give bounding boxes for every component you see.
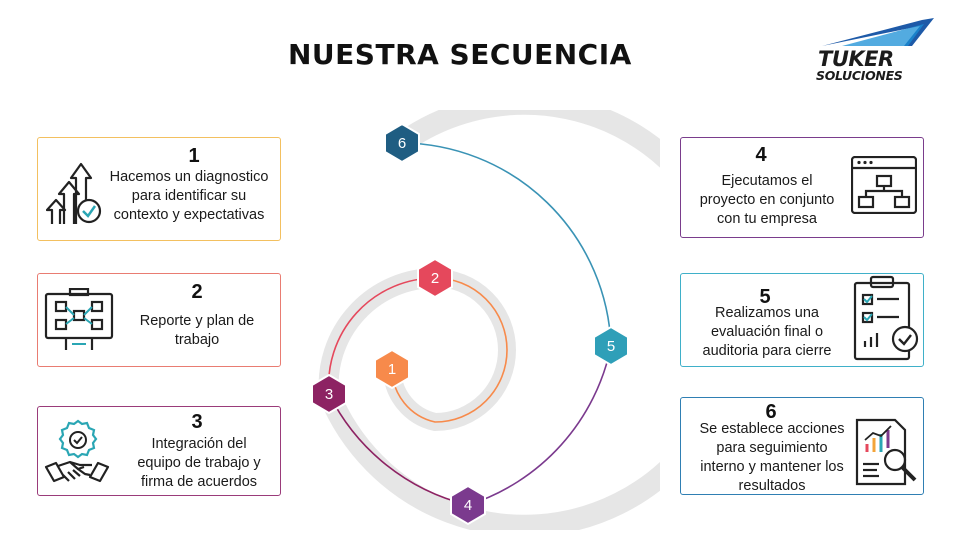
growth-arrows-check-icon <box>46 162 102 224</box>
marker-6: 6 <box>384 122 420 164</box>
marker-label: 2 <box>431 270 439 287</box>
step-number: 2 <box>191 281 203 303</box>
sitemap-window-icon <box>851 156 917 214</box>
step-number: 1 <box>188 145 200 167</box>
marker-label: 6 <box>398 135 406 152</box>
spiral-line-2-1 <box>391 277 508 423</box>
page-title: NUESTRA SECUENCIA <box>288 38 632 71</box>
sequence-spiral: 6 5 4 3 2 1 <box>311 110 660 530</box>
company-logo: TUKER SOLUCIONES <box>812 16 938 84</box>
spiral-track-outer <box>318 110 660 530</box>
marker-label: 5 <box>607 338 615 355</box>
clipboard-check-icon <box>853 275 919 361</box>
marker-5: 5 <box>593 325 629 367</box>
marker-1: 1 <box>374 348 410 390</box>
spiral-line-4-3 <box>328 393 469 506</box>
step-number: 3 <box>191 411 203 433</box>
spiral-line-6-5 <box>401 142 612 347</box>
spiral-line-3-2 <box>327 277 436 395</box>
marker-3: 3 <box>311 373 347 415</box>
logo-name: TUKER <box>818 47 894 71</box>
marker-label: 4 <box>464 497 472 514</box>
step-number: 5 <box>759 286 771 308</box>
report-magnifier-icon <box>855 418 917 486</box>
workflow-board-icon <box>44 288 114 350</box>
spiral-track-center <box>383 269 516 432</box>
logo-subname: SOLUCIONES <box>816 68 903 83</box>
step-number: 6 <box>765 401 777 423</box>
marker-4: 4 <box>450 484 486 526</box>
marker-label: 1 <box>388 361 396 378</box>
step-number: 4 <box>755 144 767 166</box>
spiral-line-5-4 <box>467 345 612 506</box>
logo-swoosh-icon <box>822 18 934 46</box>
handshake-badge-icon <box>44 419 110 483</box>
spiral-markers: 6 5 4 3 2 1 <box>311 122 629 526</box>
marker-label: 3 <box>325 386 333 403</box>
marker-2: 2 <box>417 257 453 299</box>
